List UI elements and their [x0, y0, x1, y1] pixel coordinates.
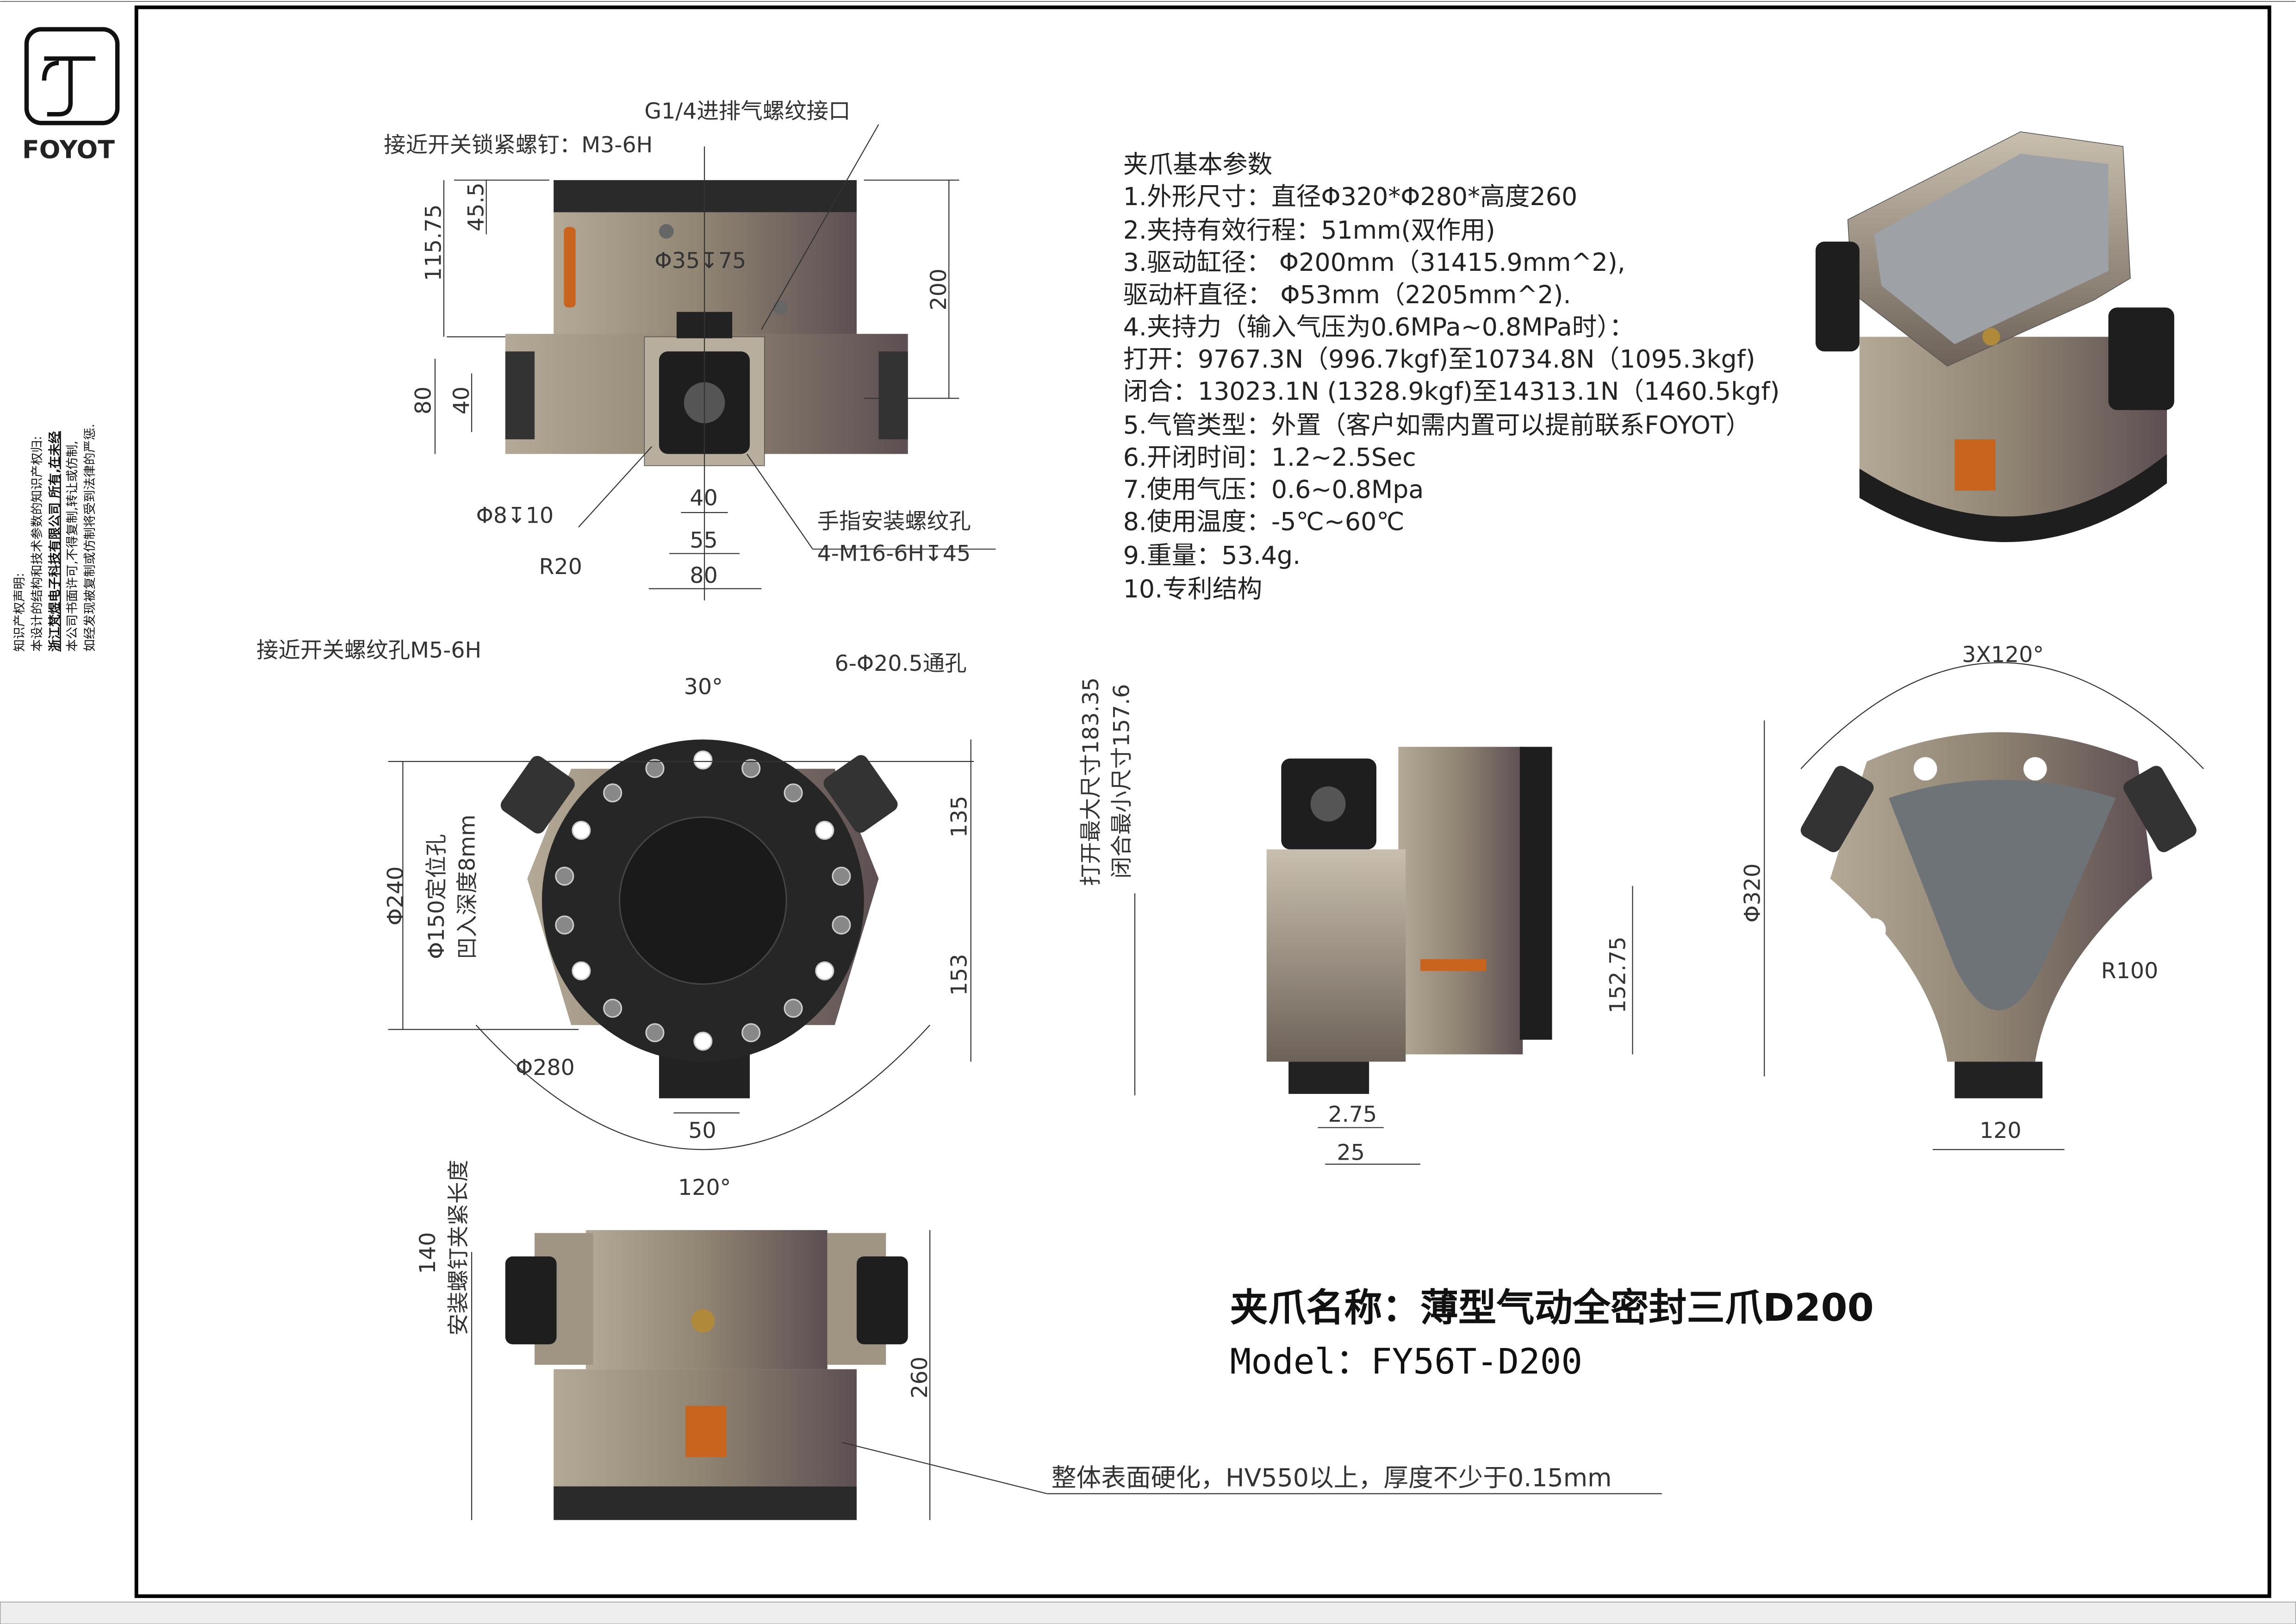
- dim-w80: 80: [690, 563, 717, 588]
- side-view: [1134, 747, 1633, 1165]
- copyright-line: 浙江梵煜电子科技有限公司 所有,在未经: [47, 431, 62, 652]
- copyright-line: 本公司书面许可,不得复制,转让或仿制,: [65, 441, 80, 652]
- bolt-hole: [603, 999, 622, 1018]
- bottom-view: [388, 739, 2065, 1150]
- bolt-hole: [555, 915, 574, 935]
- bolt-hole: [784, 783, 803, 803]
- dim-bore: Φ35↧75: [654, 248, 746, 274]
- dim-45-5: 45.5: [463, 182, 489, 231]
- bolt-hole: [784, 999, 803, 1018]
- bolt-hole: [832, 915, 851, 935]
- angle-30: 30°: [684, 674, 723, 700]
- dim-200: 200: [926, 269, 952, 311]
- angle-3x120: 3X120°: [1962, 642, 2044, 668]
- bolt-hole: [741, 759, 761, 778]
- copyright-line: 知识产权声明:: [12, 573, 27, 651]
- close-min: 闭合最小尺寸157.6: [1109, 684, 1134, 878]
- switch-hole-label: 接近开关螺纹孔M5-6H: [256, 637, 481, 663]
- bolt-hole: [815, 961, 834, 981]
- dim-280: Φ280: [516, 1055, 575, 1081]
- dim-120: 120: [1979, 1118, 2022, 1143]
- dim-260: 260: [907, 1356, 933, 1399]
- copyright-notice: 知识产权声明: 本设计的结构和技术参数的知识产权归: 浙江梵煜电子科技有限公司 …: [12, 424, 97, 651]
- clamp-length: 安装螺钉夹紧长度: [446, 1160, 471, 1336]
- dim-135: 135: [946, 796, 972, 838]
- top-view: [1764, 662, 2204, 1099]
- spec-line: 2.夹持有效行程：51mm(双作用): [1123, 216, 1495, 245]
- bolt-hole: [645, 759, 665, 778]
- isometric-render: [1815, 131, 2174, 542]
- spec-line: 4.夹持力（输入气压为0.6MPa~0.8MPa时）：: [1123, 312, 1634, 341]
- dim-320: Φ320: [1740, 863, 1766, 923]
- port-label: G1/4进排气螺纹接口: [644, 99, 850, 124]
- bolt-hole: [555, 867, 574, 886]
- dim-radius: R20: [539, 554, 582, 580]
- dim-153: 153: [946, 954, 972, 996]
- spec-line: 5.气管类型：外置（客户如需内置可以提前联系FOYOT）: [1123, 410, 1751, 439]
- copyright-line: 本设计的结构和技术参数的知识产权归:: [30, 436, 44, 652]
- spec-line: 闭合：13023.1N (1328.9kgf)至14313.1N（1460.5k…: [1123, 377, 1780, 406]
- hardening-note: 整体表面硬化，HV550以上，厚度不少于0.15mm: [1052, 1463, 1612, 1493]
- spec-line: 6.开闭时间：1.2~2.5Sec: [1123, 443, 1416, 472]
- dim-w40: 40: [690, 485, 717, 511]
- spec-block: 夹爪基本参数 1.外形尺寸：直径Φ320*Φ280*高度260 2.夹持有效行程…: [1123, 150, 1780, 603]
- copyright-line: 如经发现被复制或仿制将受到法律的严惩.: [83, 424, 97, 651]
- finger-spec: 4-M16-6H↧45: [817, 541, 971, 567]
- dim-25: 25: [1337, 1140, 1365, 1165]
- dim-115-75: 115.75: [421, 204, 447, 281]
- bolt-hole: [741, 1023, 761, 1043]
- spec-line: 1.外形尺寸：直径Φ320*Φ280*高度260: [1123, 182, 1577, 211]
- rear-view: [471, 1230, 1662, 1520]
- bolt-hole: [693, 1031, 713, 1051]
- finger-label: 手指安装螺纹孔: [817, 509, 971, 534]
- bolt-hole: [815, 820, 834, 840]
- through-holes-label: 6-Φ20.5通孔: [835, 651, 967, 676]
- spec-line: 打开：9767.3N（996.7kgf)至10734.8N（1095.3kgf): [1123, 344, 1755, 374]
- spec-line: 9.重量：53.4g.: [1123, 541, 1301, 570]
- dim-50: 50: [688, 1118, 716, 1143]
- spec-line: 7.使用气压：0.6~0.8Mpa: [1123, 475, 1424, 504]
- spec-heading: 夹爪基本参数: [1123, 150, 1273, 179]
- bolt-hole: [832, 867, 851, 886]
- dim-w55: 55: [690, 528, 717, 553]
- dim-hole: Φ8↧10: [476, 503, 554, 528]
- dim-80: 80: [411, 387, 436, 414]
- model-number: Model：FY56T-D200: [1230, 1341, 1582, 1382]
- dim-240: Φ240: [383, 866, 408, 925]
- dim-r100: R100: [2101, 958, 2159, 984]
- bolt-hole: [603, 783, 622, 803]
- bolt-hole: [572, 820, 591, 840]
- screw-label: 接近开关锁紧螺钉：M3-6H: [384, 132, 653, 158]
- locate-hole: Φ150定位孔: [424, 834, 449, 959]
- spec-line: 8.使用温度：-5℃~60℃: [1123, 507, 1405, 536]
- recess-depth: 凹入深度8mm: [454, 815, 480, 959]
- spec-line: 3.驱动缸径： Φ200mm（31415.9mm^2),: [1123, 248, 1625, 277]
- dim-152-75: 152.75: [1605, 937, 1631, 1013]
- foyot-logo-icon: [24, 27, 120, 125]
- dim-140: 140: [415, 1232, 441, 1274]
- dim-2-75: 2.75: [1328, 1102, 1377, 1127]
- dim-40: 40: [449, 387, 474, 414]
- ruler-strip: [0, 1601, 2296, 1624]
- front-view: [434, 124, 996, 600]
- bolt-hole: [693, 750, 713, 770]
- drawing-frame: [134, 5, 2271, 1598]
- angle-120: 120°: [678, 1175, 731, 1200]
- bolt-hole: [572, 961, 591, 981]
- open-max: 打开最大尺寸183.35: [1078, 677, 1104, 886]
- product-name: 夹爪名称：薄型气动全密封三爪D200: [1230, 1286, 1874, 1330]
- logo-brand: FOYOT: [22, 135, 115, 164]
- spec-line: 10.专利结构: [1123, 575, 1263, 604]
- spec-line: 驱动杆直径： Φ53mm（2205mm^2).: [1123, 280, 1571, 309]
- bolt-hole: [645, 1023, 665, 1043]
